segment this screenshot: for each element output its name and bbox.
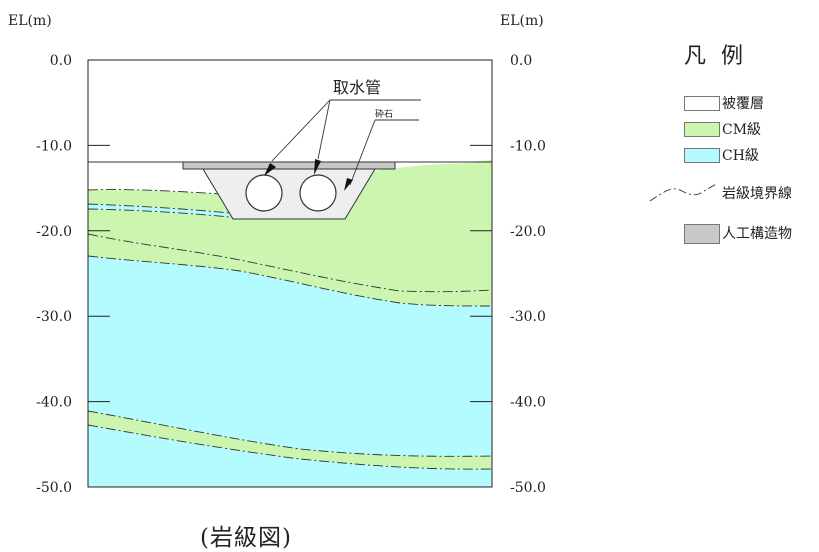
legend-label-cm-class: CM級	[722, 122, 762, 138]
legend-label-ch-class: CH級	[722, 148, 759, 164]
rock-grade-boundaries	[88, 189, 492, 470]
right-tick-label: 0.0	[510, 53, 532, 69]
right-tick-label: -30.0	[510, 309, 546, 325]
legend-label-artificial-structure: 人工構造物	[722, 226, 792, 242]
right-tick-label: -10.0	[510, 138, 546, 154]
legend-label-rock-boundary: 岩級境界線	[722, 186, 792, 202]
cm-class-zone-middle	[88, 234, 492, 306]
boundary-line-swatch	[649, 182, 719, 202]
leader-arrow-right	[314, 159, 321, 175]
plot-frame	[87, 59, 493, 488]
pipe-left	[245, 174, 283, 212]
left-tick-label: -20.0	[36, 224, 72, 240]
intake-pipe-label: 取水管	[333, 78, 381, 97]
right-tick-label: -20.0	[510, 224, 546, 240]
figure-caption: (岩級図)	[200, 525, 292, 551]
right-tick-label: -40.0	[510, 395, 546, 411]
legend-title: 凡 例	[684, 44, 747, 69]
legend-label-covering-layer: 被覆層	[722, 96, 764, 112]
cm-class-zone-upper	[88, 160, 492, 292]
left-axis-unit: EL(m)	[8, 13, 52, 29]
cm-class-swatch	[684, 122, 720, 137]
annotation-leaders	[271, 99, 421, 186]
crushed-stone-fill	[202, 168, 376, 220]
ch-class-swatch	[684, 148, 720, 163]
leader-arrow-left	[264, 163, 276, 176]
concrete-slab	[182, 161, 396, 170]
intake-pipe-structure	[182, 161, 396, 220]
right-axis-unit: EL(m)	[500, 13, 544, 29]
left-tick-label: -30.0	[36, 309, 72, 325]
left-tick-label: -10.0	[36, 138, 72, 154]
right-tick-label: -50.0	[510, 480, 546, 496]
left-tick-label: -50.0	[36, 480, 72, 496]
left-tick-label: -40.0	[36, 395, 72, 411]
left-tick-label: 0.0	[50, 53, 72, 69]
elevation-ticks: 0.0 0.0 -10.0 -10.0 -20.0 -20.0 -30.0 -30.0 -40.…	[36, 53, 546, 496]
artificial-structure-swatch	[684, 224, 720, 244]
pipe-right	[299, 174, 337, 212]
covering-layer-swatch	[684, 96, 720, 111]
leader-arrow-stone	[344, 178, 353, 191]
crushed-stone-label: 砕石	[375, 108, 393, 120]
